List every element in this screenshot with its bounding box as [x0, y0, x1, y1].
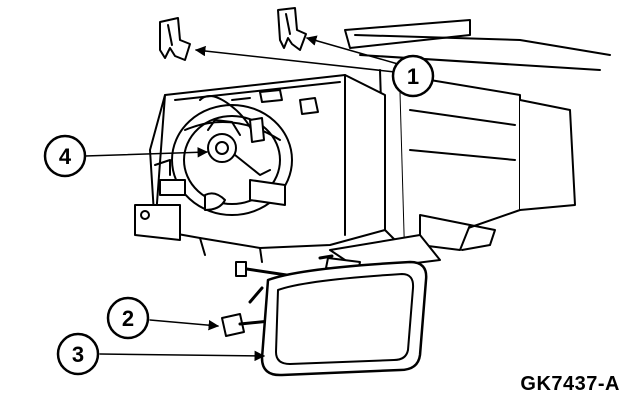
bulb-socket-shape	[207, 133, 237, 163]
callout-2-label: 2	[122, 306, 134, 331]
fog-lamp-lens	[260, 260, 428, 377]
fog-lamp-housing	[134, 74, 386, 263]
callout-1-label: 1	[407, 64, 419, 89]
callout-1: 1	[391, 54, 435, 98]
callout-3: 3	[56, 332, 100, 376]
support-structure	[329, 19, 611, 271]
clip-right	[277, 7, 307, 51]
leader-4	[84, 147, 209, 158]
leader-3	[99, 350, 266, 362]
leader-2	[149, 319, 220, 331]
callout-4-label: 4	[59, 144, 72, 169]
leader-1b	[305, 35, 399, 65]
figure-id: GK7437-A	[520, 373, 620, 395]
leader-1a	[194, 45, 396, 73]
clip-left	[159, 17, 191, 61]
leader-lines	[84, 35, 399, 362]
callout-2: 2	[106, 296, 150, 340]
callout-3-label: 3	[72, 342, 84, 367]
callout-4: 4	[43, 134, 87, 178]
